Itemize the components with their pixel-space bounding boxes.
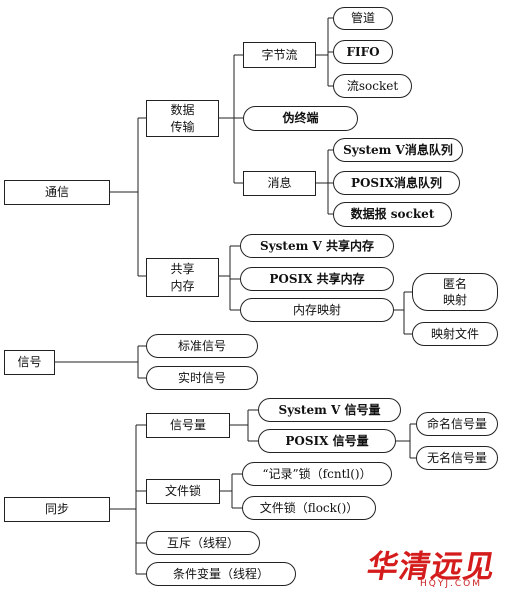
node-pseudo-terminal: 伪终端 [243, 106, 358, 131]
node-posix-msgq: POSIX消息队列 [333, 171, 460, 195]
node-named-sem: 命名信号量 [416, 412, 498, 436]
node-data-transfer: 数据 传输 [146, 100, 219, 137]
node-signal: 信号 [4, 350, 55, 375]
node-file-lock: 文件锁 [146, 479, 220, 504]
node-memory-map: 内存映射 [240, 298, 394, 322]
node-posix-sem: POSIX 信号量 [258, 429, 396, 453]
node-rt-signal: 实时信号 [146, 366, 258, 390]
node-fifo: FIFO [333, 40, 393, 64]
node-sysv-sem: System V 信号量 [258, 398, 401, 422]
node-posix-shm: POSIX 共享内存 [240, 267, 394, 291]
node-record-lock: “记录”锁（fcntl()） [242, 462, 392, 486]
node-pipe: 管道 [333, 7, 393, 30]
watermark-logo: 华清远见 HQYJ.COM [364, 541, 504, 591]
node-flock-lock: 文件锁（flock()） [242, 496, 376, 520]
node-condvar: 条件变量（线程） [146, 562, 296, 586]
node-unnamed-sem: 无名信号量 [416, 446, 498, 470]
node-byte-stream: 字节流 [243, 42, 316, 68]
node-semaphore: 信号量 [146, 413, 230, 438]
node-comm: 通信 [4, 180, 110, 205]
node-sysv-shm: System V 共享内存 [240, 234, 394, 258]
node-sysv-msgq: System V消息队列 [333, 138, 463, 162]
node-anon-map: 匿名 映射 [412, 273, 498, 311]
watermark-sub-text: HQYJ.COM [420, 579, 482, 589]
node-file-map: 映射文件 [412, 322, 498, 346]
node-datagram-socket: 数据报 socket [333, 202, 452, 227]
node-shared-memory: 共享 内存 [146, 258, 219, 297]
node-stream-socket: 流socket [333, 74, 412, 98]
node-std-signal: 标准信号 [146, 334, 258, 358]
node-mutex: 互斥（线程） [146, 531, 260, 555]
node-sync: 同步 [4, 497, 110, 522]
node-message: 消息 [243, 171, 316, 196]
